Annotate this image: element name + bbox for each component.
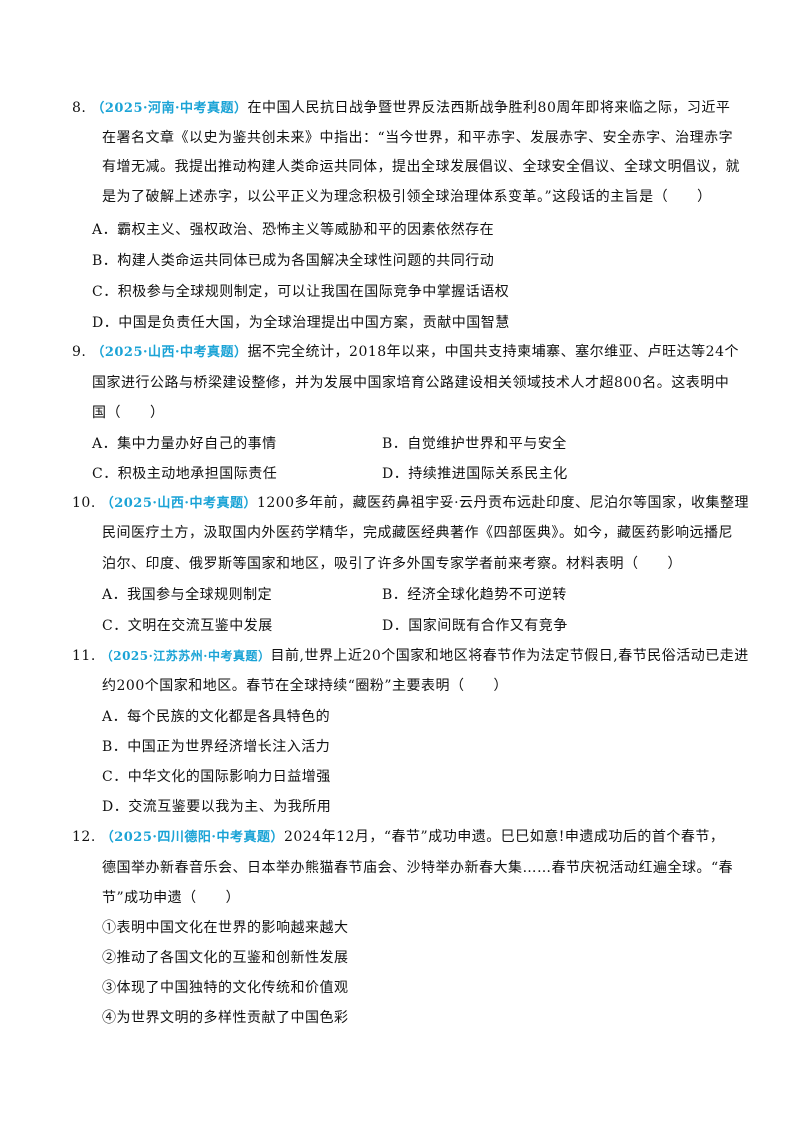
option-c[interactable]: C．积极主动地承担国际责任 xyxy=(92,466,278,482)
stem-line: 德国举办新春音乐会、日本举办熊猫春节庙会、沙特举办新春大集……春节庆祝活动红遍全… xyxy=(102,860,734,876)
question-9-stem-first: 9. （2025·山西·中考真题）据不完全统计，2018年以来，中国共支持柬埔寨… xyxy=(72,342,739,363)
question-number: 10. xyxy=(72,495,96,511)
statement-4: ④为世界文明的多样性贡献了中国色彩 xyxy=(102,1010,349,1026)
option-a[interactable]: A．霸权主义、强权政治、恐怖主义等威胁和平的因素依然存在 xyxy=(92,222,495,238)
stem-line: 泊尔、印度、俄罗斯等国家和地区，吸引了许多外国专家学者前来考察。材料表明（ ） xyxy=(102,556,682,572)
question-8-stem-first: 8. （2025·河南·中考真题）在中国人民抗日战争暨世界反法西斯战争胜利80周… xyxy=(72,98,730,119)
option-c[interactable]: C．文明在交流互鉴中发展 xyxy=(102,618,273,634)
stem-text: 据不完全统计，2018年以来，中国共支持柬埔寨、塞尔维亚、卢旺达等24个 xyxy=(247,344,739,360)
question-number: 9. xyxy=(72,344,87,360)
stem-text: 2024年12月，“春节”成功申遗。巳巳如意!申遗成功后的首个春节， xyxy=(283,829,725,845)
option-d[interactable]: D．持续推进国际关系民主化 xyxy=(382,466,568,482)
option-d[interactable]: D．中国是负责任大国，为全球治理提出中国方案，贡献中国智慧 xyxy=(92,315,510,331)
option-a[interactable]: A．集中力量办好自己的事情 xyxy=(92,436,277,452)
question-number: 12. xyxy=(72,829,96,845)
source-tag: （2025·山西·中考真题） xyxy=(91,345,248,360)
statement-3: ③体现了中国独特的文化传统和价值观 xyxy=(102,980,349,996)
source-tag: （2025·山西·中考真题） xyxy=(100,496,257,511)
option-b[interactable]: B．自觉维护世界和平与安全 xyxy=(382,436,567,452)
question-10-stem-first: 10. （2025·山西·中考真题）1200多年前，藏医药鼻祖宇妥·云丹贡布远赴… xyxy=(72,493,749,514)
stem-line: 国（ ） xyxy=(92,405,165,421)
stem-line: 节”成功申遗（ ） xyxy=(102,890,241,906)
option-a[interactable]: A．每个民族的文化都是各具特色的 xyxy=(102,709,331,725)
stem-line: 是为了破解上述赤字，以公平正义为理念积极引领全球治理体系变革。”这段话的主旨是（… xyxy=(102,189,712,205)
stem-text: 目前,世界上近20个国家和地区将春节作为法定节假日,春节民俗活动已走进 xyxy=(270,648,749,664)
source-tag: （2025·河南·中考真题） xyxy=(91,101,248,116)
stem-line: 民间医疗土方，汲取国内外医药学精华，完成藏医经典著作《四部医典》。如今，藏医药影… xyxy=(102,525,733,541)
stem-text: 在中国人民抗日战争暨世界反法西斯战争胜利80周年即将来临之际，习近平 xyxy=(247,100,731,116)
stem-line: 在署名文章《以史为鉴共创未来》中指出：“当今世界，和平赤字、发展赤字、安全赤字、… xyxy=(102,130,734,146)
option-b[interactable]: B．构建人类命运共同体已成为各国解决全球性问题的共同行动 xyxy=(92,253,495,269)
option-a[interactable]: A．我国参与全球规则制定 xyxy=(102,587,273,603)
stem-line: 约200个国家和地区。春节在全球持续“圈粉”主要表明（ ） xyxy=(102,678,509,694)
stem-line: 国家进行公路与桥梁建设整修，并为发展中国家培育公路建设相关领域技术人才超800名… xyxy=(92,375,730,391)
question-number: 11. xyxy=(72,648,96,664)
source-tag: （2025·江苏苏州·中考真题） xyxy=(100,649,271,663)
source-tag: （2025·四川德阳·中考真题） xyxy=(100,830,284,845)
question-11-stem-first: 11. （2025·江苏苏州·中考真题）目前,世界上近20个国家和地区将春节作为… xyxy=(72,646,749,666)
option-d[interactable]: D．国家间既有合作又有竞争 xyxy=(382,618,568,634)
option-b[interactable]: B．经济全球化趋势不可逆转 xyxy=(382,587,567,603)
stem-text: 1200多年前，藏医药鼻祖宇妥·云丹贡布远赴印度、尼泊尔等国家，收集整理 xyxy=(256,495,750,511)
stem-line: 有增无减。我提出推动构建人类命运共同体，提出全球发展倡议、全球安全倡议、全球文明… xyxy=(102,159,740,175)
question-12-stem-first: 12. （2025·四川德阳·中考真题）2024年12月，“春节”成功申遗。巳巳… xyxy=(72,827,724,848)
statement-2: ②推动了各国文化的互鉴和创新性发展 xyxy=(102,950,349,966)
option-c[interactable]: C．积极参与全球规则制定，可以让我国在国际竞争中掌握话语权 xyxy=(92,284,510,300)
option-c[interactable]: C．中华文化的国际影响力日益增强 xyxy=(102,769,331,785)
statement-1: ①表明中国文化在世界的影响越来越大 xyxy=(102,920,349,936)
option-b[interactable]: B．中国正为世界经济增长注入活力 xyxy=(102,739,331,755)
option-d[interactable]: D．交流互鉴要以我为主、为我所用 xyxy=(102,799,332,815)
question-number: 8. xyxy=(72,100,87,116)
